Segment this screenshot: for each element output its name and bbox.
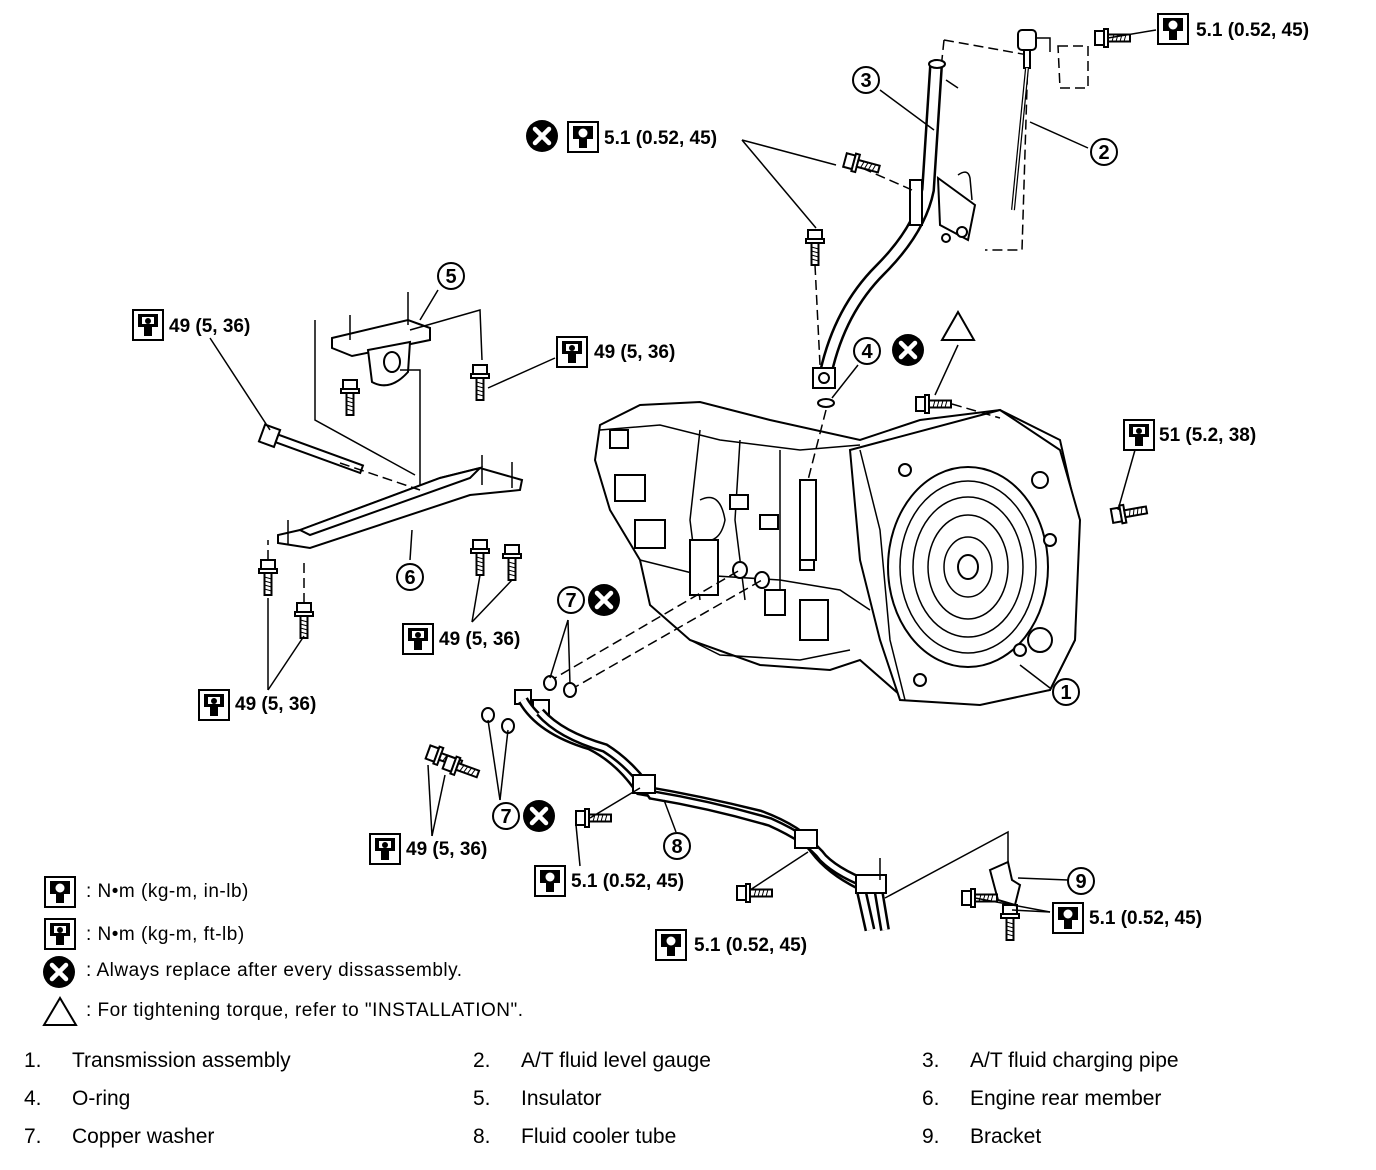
part-number-2: 2 xyxy=(1090,138,1118,166)
part-index: 2. xyxy=(473,1049,491,1072)
torque-value: 51 (5.2, 38) xyxy=(1159,425,1256,446)
exploded-diagram: 5.1 (0.52, 45) 5.1 (0.52, 45) 49 (5, 36)… xyxy=(0,13,1309,1026)
svg-text:5: 5 xyxy=(445,266,456,288)
legend-text: : For tightening torque, refer to "INSTA… xyxy=(86,1000,524,1021)
part-number-5: 5 xyxy=(437,262,465,290)
torque-value: 5.1 (0.52, 45) xyxy=(604,128,717,149)
triangle-icon xyxy=(940,309,976,341)
part-index: 4. xyxy=(24,1087,42,1110)
part-name: Bracket xyxy=(970,1125,1042,1148)
torque-value: 49 (5, 36) xyxy=(235,694,316,715)
legend: : N•m (kg-m, in-lb) : N•m (kg-m, ft-lb) … xyxy=(42,876,524,1026)
part-index: 7. xyxy=(24,1125,42,1148)
part-number-9: 9 xyxy=(1067,867,1095,895)
part-index: 9. xyxy=(922,1125,940,1148)
torque-value: 49 (5, 36) xyxy=(169,316,250,337)
torque-value: 5.1 (0.52, 45) xyxy=(694,935,807,956)
svg-text:9: 9 xyxy=(1075,871,1086,893)
legend-text: : N•m (kg-m, ft-lb) xyxy=(86,924,245,945)
svg-text:3: 3 xyxy=(860,70,871,92)
torque-value: 49 (5, 36) xyxy=(439,629,520,650)
part-index: 1. xyxy=(24,1049,42,1072)
svg-text:4: 4 xyxy=(861,341,873,363)
legend-text: : N•m (kg-m, in-lb) xyxy=(86,881,249,902)
part-index: 5. xyxy=(473,1087,491,1110)
legend-text: : Always replace after every dissassembl… xyxy=(86,960,463,981)
part-number-4: 4 xyxy=(853,337,881,365)
part-index: 3. xyxy=(922,1049,940,1072)
part-number-7: 7 xyxy=(492,802,520,830)
torque-ft-lb-icon xyxy=(44,918,76,950)
svg-text:7: 7 xyxy=(500,806,511,828)
torque-value: 5.1 (0.52, 45) xyxy=(1089,908,1202,929)
part-index: 8. xyxy=(473,1125,491,1148)
part-number-3: 3 xyxy=(852,66,880,94)
part-name: Engine rear member xyxy=(970,1087,1162,1110)
replace-icon xyxy=(43,956,75,988)
torque-value: 5.1 (0.52, 45) xyxy=(571,871,684,892)
triangle-icon xyxy=(42,996,78,1026)
part-name: Fluid cooler tube xyxy=(521,1125,677,1148)
part-name: Insulator xyxy=(521,1087,602,1110)
part-name: Copper washer xyxy=(72,1125,215,1148)
parts-list: 1. Transmission assembly 2. A/T fluid le… xyxy=(0,1045,1376,1165)
part-name: O-ring xyxy=(72,1087,131,1110)
svg-text:7: 7 xyxy=(565,590,576,612)
svg-text:6: 6 xyxy=(404,567,415,589)
part-name: A/T fluid charging pipe xyxy=(970,1049,1179,1072)
part-name: A/T fluid level gauge xyxy=(521,1049,711,1072)
part-number-7: 7 xyxy=(557,586,585,614)
torque-value: 49 (5, 36) xyxy=(594,342,675,363)
torque-in-lb-icon xyxy=(44,876,76,908)
svg-text:2: 2 xyxy=(1098,142,1109,164)
part-number-6: 6 xyxy=(396,563,424,591)
part-name: Transmission assembly xyxy=(72,1049,291,1072)
svg-text:1: 1 xyxy=(1060,682,1071,704)
part-number-1: 1 xyxy=(1052,678,1080,706)
torque-value: 49 (5, 36) xyxy=(406,839,487,860)
part-index: 6. xyxy=(922,1087,940,1110)
torque-value: 5.1 (0.52, 45) xyxy=(1196,20,1309,41)
part-number-8: 8 xyxy=(663,832,691,860)
svg-text:8: 8 xyxy=(671,836,682,858)
